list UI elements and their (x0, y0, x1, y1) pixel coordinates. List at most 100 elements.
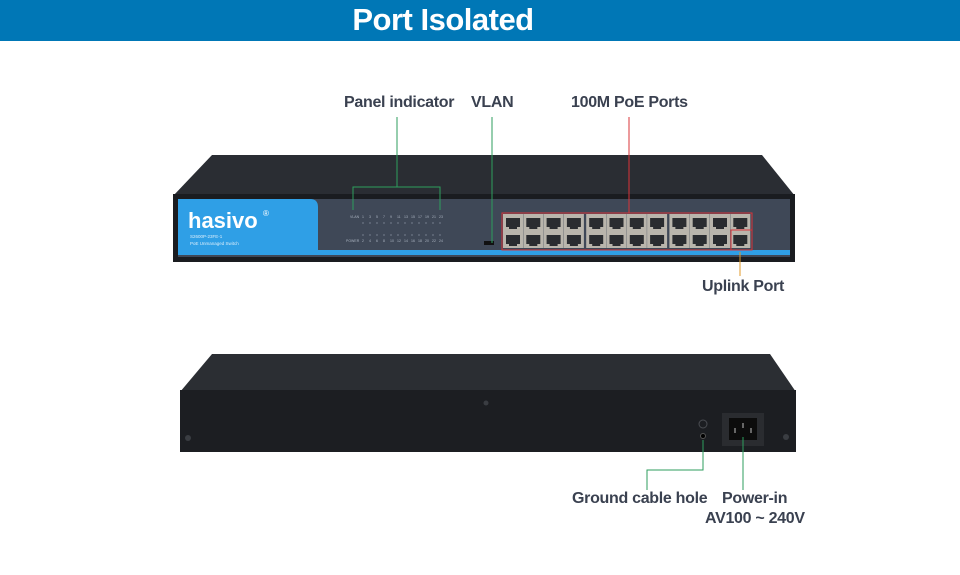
poe-port[interactable] (589, 235, 604, 246)
uplink-port-label: Uplink Port (702, 278, 785, 295)
led-number: 2 (362, 239, 364, 243)
poe-port[interactable] (672, 235, 687, 246)
title-banner: Port Isolated (0, 0, 960, 41)
poe-port[interactable] (692, 235, 707, 246)
product-subtitle: PoE Unmanaged Switch (190, 241, 239, 246)
led-number: 16 (411, 239, 415, 243)
poe-port[interactable] (733, 218, 748, 229)
model-number: S2600P-23FE-1 (190, 234, 223, 239)
led-indicator (369, 222, 371, 224)
power-socket[interactable] (729, 418, 757, 440)
led-number: 15 (411, 215, 415, 219)
socket-pin (742, 423, 744, 428)
led-indicator (439, 234, 441, 236)
led-number: 7 (383, 215, 385, 219)
panel-indicator-line (352, 117, 398, 210)
led-number: 10 (390, 239, 394, 243)
front-switch: hasivo ® S2600P-23FE-1 PoE Unmanaged Swi… (173, 155, 795, 262)
ground-cable-line (646, 440, 704, 490)
poe-port[interactable] (546, 235, 561, 246)
poe-port[interactable] (629, 218, 644, 229)
poe-ports (503, 214, 751, 248)
uplink-port-highlight (730, 229, 753, 251)
led-indicator (418, 222, 420, 224)
poe-port[interactable] (609, 218, 624, 229)
poe-port[interactable] (629, 235, 644, 246)
poe-port[interactable] (506, 235, 520, 246)
led-indicator (404, 234, 406, 236)
led-indicator (432, 222, 434, 224)
vlan-label: VLAN (471, 94, 514, 111)
led-indicator (425, 234, 427, 236)
left-ear-hole (185, 435, 191, 441)
led-number: 14 (404, 239, 408, 243)
led-indicator (390, 234, 392, 236)
led-indicator (418, 234, 420, 236)
power-in-label: Power-in (722, 490, 788, 507)
rear-screw (483, 400, 489, 406)
led-number: 19 (425, 215, 429, 219)
led-number: 13 (404, 215, 408, 219)
led-indicator (383, 234, 385, 236)
poe-port[interactable] (692, 218, 707, 229)
led-number: 18 (418, 239, 422, 243)
led-indicator (425, 222, 427, 224)
poe-port[interactable] (713, 235, 727, 246)
led-number: 17 (418, 215, 422, 219)
led-number: 21 (432, 215, 436, 219)
socket-pin (734, 428, 736, 433)
led-indicator (397, 234, 399, 236)
led-number: 1 (362, 215, 364, 219)
faceplate-blue-strip (178, 250, 790, 255)
poe-port[interactable] (609, 235, 624, 246)
led-label-vlan: VLAN (350, 215, 360, 219)
rear-switch (180, 354, 796, 452)
poe-port[interactable] (650, 235, 665, 246)
poe-port[interactable] (526, 218, 541, 229)
poe-port[interactable] (526, 235, 541, 246)
poe-port[interactable] (506, 218, 520, 229)
led-number: 23 (439, 215, 443, 219)
led-indicator (411, 234, 413, 236)
front-switch-top (173, 155, 795, 196)
poe-port[interactable] (589, 218, 604, 229)
callout-lines (352, 117, 753, 490)
poe-port[interactable] (566, 235, 581, 246)
panel-indicator-line-right (397, 186, 441, 210)
registered-mark: ® (263, 209, 269, 218)
led-number: 24 (439, 239, 443, 243)
led-indicator (397, 222, 399, 224)
poe-port[interactable] (546, 218, 561, 229)
led-label-power: POWER (346, 239, 360, 243)
rear-switch-top (180, 354, 796, 392)
led-indicator (369, 234, 371, 236)
poe-port[interactable] (566, 218, 581, 229)
poe-ports-label: 100M PoE Ports (571, 94, 688, 111)
ground-cable-hole[interactable] (700, 433, 706, 439)
led-number: 3 (369, 215, 371, 219)
led-indicator (411, 222, 413, 224)
led-number: 5 (376, 215, 378, 219)
power-range-label: AV100 ~ 240V (705, 510, 805, 527)
led-number: 9 (390, 215, 392, 219)
poe-port[interactable] (713, 218, 727, 229)
led-indicator (362, 222, 364, 224)
led-indicator (390, 222, 392, 224)
led-indicator (439, 222, 441, 224)
led-number: 6 (376, 239, 378, 243)
ground-symbol-icon (698, 419, 708, 429)
led-indicator (376, 234, 378, 236)
led-number: 4 (369, 239, 371, 243)
rear-switch-body (180, 390, 796, 452)
uplink-port[interactable] (733, 235, 748, 246)
poe-port[interactable] (672, 218, 687, 229)
poe-port[interactable] (650, 218, 665, 229)
led-indicator (362, 234, 364, 236)
led-indicator (376, 222, 378, 224)
vlan-switch[interactable] (484, 241, 494, 245)
page-title: Port Isolated (352, 2, 534, 37)
panel-indicator-label: Panel indicator (344, 94, 455, 111)
led-indicator (383, 222, 385, 224)
right-ear-hole (783, 434, 789, 440)
